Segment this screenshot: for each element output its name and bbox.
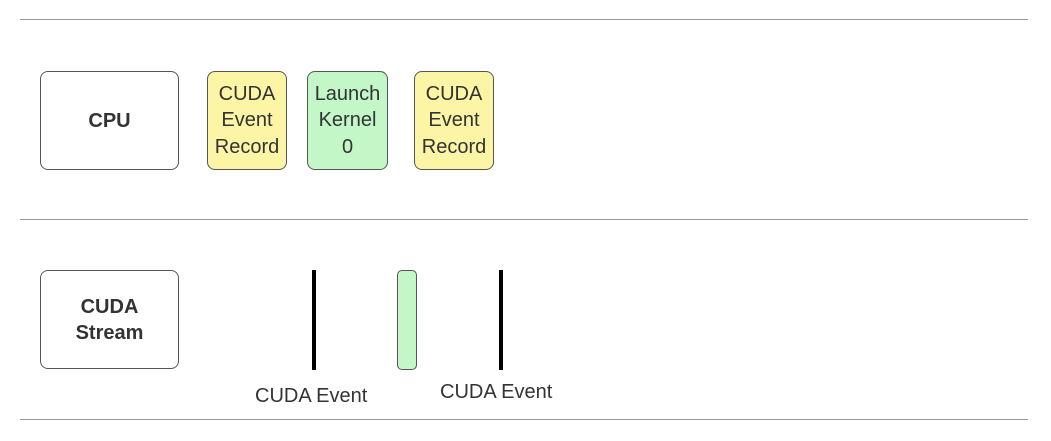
launch-kernel-box: Launch Kernel 0 xyxy=(307,71,388,170)
cpu-lane-label-text: CPU xyxy=(88,109,131,132)
cuda-stream-lane-label-text: CUDA Stream xyxy=(75,295,144,344)
cuda-event-record-box-1: CUDA Event Record xyxy=(207,71,287,170)
top-divider xyxy=(20,19,1028,20)
cuda-event-marker-1 xyxy=(312,270,316,370)
cuda-event-record-label-2: CUDA Event Record xyxy=(421,82,487,158)
cuda-event-caption-1: CUDA Event xyxy=(255,385,368,407)
cuda-event-record-box-2: CUDA Event Record xyxy=(414,71,494,170)
bottom-divider xyxy=(20,419,1028,420)
cuda-event-record-label-1: CUDA Event Record xyxy=(214,82,280,158)
cuda-stream-lane-label: CUDA Stream xyxy=(40,270,179,369)
cpu-lane-label: CPU xyxy=(40,71,179,170)
middle-divider xyxy=(20,219,1028,220)
cuda-event-caption-2: CUDA Event xyxy=(440,381,553,403)
launch-kernel-label: Launch Kernel 0 xyxy=(314,82,381,158)
cuda-event-marker-2 xyxy=(499,270,503,370)
kernel-execution-bar xyxy=(397,270,417,370)
